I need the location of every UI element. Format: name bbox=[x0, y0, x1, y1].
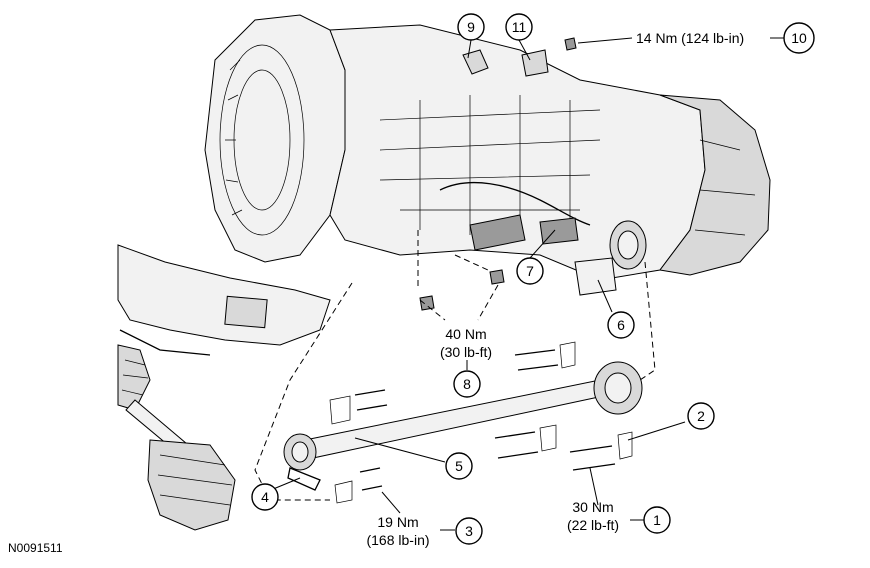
callout-11: 11 bbox=[505, 13, 533, 41]
torque-label-1-line2: (22 lb-ft) bbox=[567, 517, 619, 533]
torque-labels: 14 Nm (124 lb-in) 40 Nm (30 lb-ft) 19 Nm… bbox=[366, 30, 744, 548]
callout-8: 8 bbox=[453, 370, 481, 398]
callout-6: 6 bbox=[607, 311, 635, 339]
torque-label-8-line2: (30 lb-ft) bbox=[440, 344, 492, 360]
svg-text:4: 4 bbox=[261, 489, 269, 505]
torque-label-10: 14 Nm (124 lb-in) bbox=[636, 30, 744, 46]
svg-text:3: 3 bbox=[465, 523, 473, 539]
svg-text:7: 7 bbox=[526, 263, 534, 279]
svg-text:10: 10 bbox=[791, 30, 807, 46]
torque-label-3-line2: (168 lb-in) bbox=[366, 532, 429, 548]
torque-label-1-line1: 30 Nm bbox=[572, 499, 613, 515]
figure-id: N0091511 bbox=[8, 541, 63, 555]
svg-text:6: 6 bbox=[617, 317, 625, 333]
callout-9: 9 bbox=[457, 13, 485, 41]
callout-1: 1 bbox=[643, 506, 671, 534]
callout-5: 5 bbox=[445, 452, 473, 480]
torque-label-3-line1: 19 Nm bbox=[377, 514, 418, 530]
transmission-case bbox=[204, 14, 771, 311]
svg-text:9: 9 bbox=[467, 19, 475, 35]
callout-10: 10 bbox=[783, 22, 815, 54]
callout-2: 2 bbox=[687, 402, 715, 430]
svg-text:5: 5 bbox=[455, 458, 463, 474]
callout-3: 3 bbox=[455, 517, 483, 545]
torque-label-8-line1: 40 Nm bbox=[445, 326, 486, 342]
driveshaft bbox=[283, 361, 643, 491]
callouts: 9 11 10 7 6 8 2 5 bbox=[251, 13, 815, 545]
svg-text:11: 11 bbox=[512, 19, 527, 35]
svg-text:8: 8 bbox=[463, 376, 471, 392]
leader-lines bbox=[265, 37, 784, 531]
callout-7: 7 bbox=[516, 257, 544, 285]
callout-4: 4 bbox=[251, 483, 279, 511]
svg-text:1: 1 bbox=[653, 512, 661, 528]
dashed-outlines bbox=[254, 230, 656, 501]
fasteners bbox=[329, 341, 633, 504]
front-axle-assembly bbox=[117, 244, 331, 531]
svg-text:2: 2 bbox=[697, 408, 705, 424]
